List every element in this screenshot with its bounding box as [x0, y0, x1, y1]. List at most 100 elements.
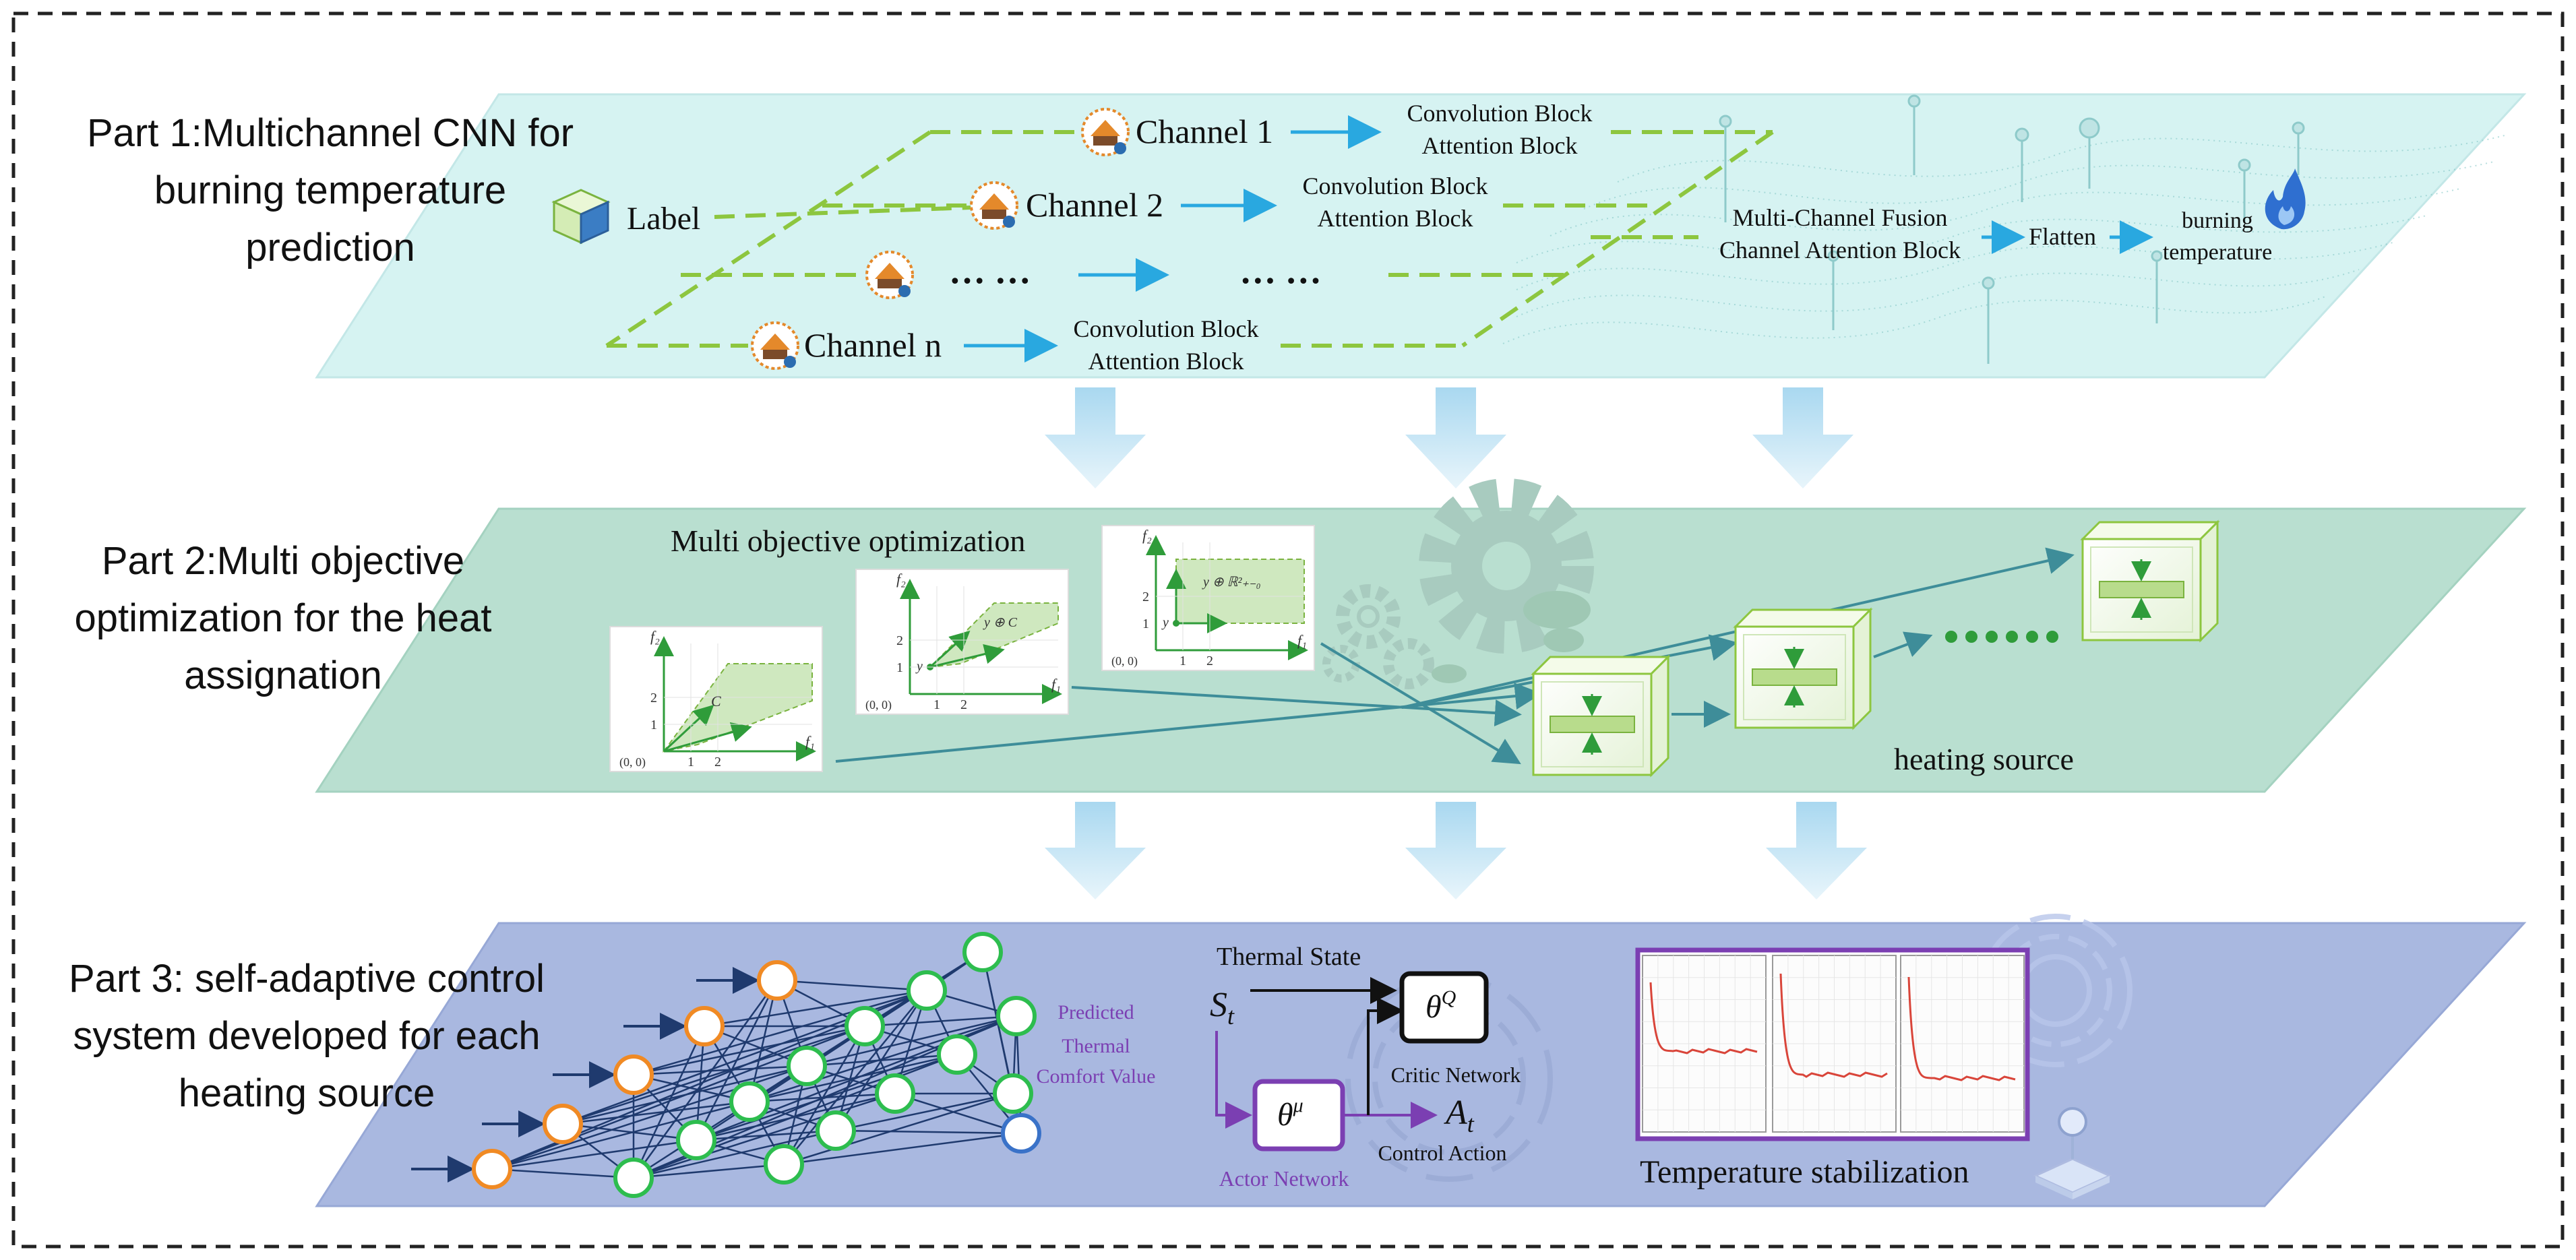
nn-node [472, 1149, 512, 1189]
block-1-line-1: Convolution Block [1407, 100, 1592, 127]
channel-icon [865, 251, 914, 299]
channel-1-label: Channel 1 [1136, 113, 1273, 150]
nn-node [543, 1104, 583, 1144]
channel-2-label: Channel 2 [1026, 186, 1163, 224]
plot1-region: C [711, 693, 721, 710]
block-2-line-1: Convolution Block [1302, 172, 1488, 199]
temp-curve [1649, 982, 1758, 1054]
temp-charts [1642, 955, 2025, 1133]
nn-edge [704, 989, 927, 1028]
plot3-origin: (0, 0) [1111, 654, 1138, 668]
nn-edge [562, 1065, 807, 1125]
temp-curve [1907, 976, 2016, 1081]
nn-node [684, 1006, 725, 1046]
neural-network-input-arrows [411, 967, 760, 1183]
nn-node [875, 1073, 915, 1114]
at-label: At [1444, 1094, 1475, 1137]
block-1-line-2: Attention Block [1422, 132, 1578, 159]
nn-edge [562, 1025, 865, 1125]
nn-edge [894, 1092, 1022, 1135]
plot1-x1: 1 [687, 755, 694, 769]
part-1-title-line-2: burning temperature [154, 168, 506, 212]
nn-node [845, 1006, 885, 1046]
plot3-x1: 1 [1179, 654, 1186, 668]
channel-n-label: Channel n [804, 326, 942, 364]
channel-dots: … … [949, 251, 1031, 291]
nn-node [996, 996, 1037, 1036]
plot1-ylab: f₂ [650, 628, 660, 645]
part-2-title-line-2: optimization for the heat [74, 596, 491, 640]
theta-q: θQ [1425, 986, 1456, 1025]
plot2-point: y [915, 659, 923, 674]
nn-node [613, 1054, 654, 1095]
plot-card-1: f₂ f₁ 2 1 1 2 (0, 0) C [609, 626, 823, 772]
temp-curve [1779, 973, 1888, 1078]
part-3-title: Part 3: self-adaptive control system dev… [69, 957, 545, 1115]
nn-edge [783, 1092, 1014, 1166]
part-3-title-line-1: Part 3: self-adaptive control [69, 957, 545, 1001]
plot-card-3: f₂ f₁ 2 1 1 2 (0, 0) y y ⊕ ℝ²₊₋₀ [1101, 525, 1315, 671]
nn-node [1001, 1113, 1041, 1154]
nn-node [757, 960, 797, 1001]
neural-network-nodes [472, 932, 1041, 1198]
nn-node [787, 1046, 827, 1086]
plot3-y2: 2 [1142, 590, 1149, 604]
predicted-line-3: Comfort Value [1037, 1065, 1156, 1088]
nn-edge [633, 1129, 836, 1179]
nn-edge [633, 1025, 865, 1076]
nn-edge [776, 979, 927, 992]
plot1-y1: 1 [650, 718, 657, 732]
nn-edge [491, 1100, 750, 1170]
nn-node [907, 970, 947, 1011]
st-label: St [1210, 986, 1235, 1030]
nn-edge [783, 1026, 866, 1165]
part1-label: Label [627, 201, 700, 237]
plot3-xlab: f₁ [1297, 632, 1307, 649]
block-2-line-2: Attention Block [1318, 205, 1473, 232]
nn-node [937, 1034, 977, 1075]
outer-frame [11, 11, 2565, 1249]
nn-edge [835, 1092, 1014, 1132]
nn-edge [562, 1123, 697, 1141]
nn-node [962, 932, 1003, 972]
nn-node [729, 1081, 770, 1122]
nn-edge [835, 1129, 1022, 1135]
plot3-y1: 1 [1142, 617, 1149, 631]
part-1-title-line-1: Part 1:Multichannel CNN for [87, 111, 574, 155]
nn-edge [633, 1065, 807, 1076]
plot1-origin: (0, 0) [619, 755, 646, 769]
gear-icon [1419, 478, 1594, 654]
plot2-origin: (0, 0) [865, 698, 892, 712]
plot2-xlab: f₁ [1051, 676, 1061, 693]
layer-1-plane [315, 93, 2527, 379]
flatten-label: Flatten [2029, 223, 2096, 250]
flame-icon [2265, 168, 2306, 230]
plot1-y2: 2 [650, 691, 657, 705]
block-n-line-2: Attention Block [1088, 348, 1244, 375]
part-2-title: Part 2:Multi objective optimization for … [74, 539, 491, 697]
state-to-actor-line [1215, 1031, 1252, 1129]
nn-edge [834, 990, 928, 1131]
plot1-xlab: f₁ [805, 733, 815, 750]
plot2-ylab: f₂ [896, 571, 906, 588]
control-action-label: Control Action [1378, 1141, 1506, 1165]
fusion-line-2: Channel Attention Block [1719, 237, 1961, 263]
nn-node [764, 1144, 804, 1185]
temp-stab-label: Temperature stabilization [1640, 1154, 1969, 1190]
layer-1-wave-texture [1502, 134, 2508, 344]
heating-cube-icon [1733, 607, 1873, 730]
plot3-ylab: f₂ [1142, 527, 1152, 544]
gear-icon [1336, 584, 1401, 649]
channel-icon [751, 321, 799, 370]
plot3-point: y [1161, 615, 1169, 630]
layer-2-dot-decor [1432, 591, 1591, 683]
critic-label: Critic Network [1391, 1063, 1521, 1087]
layer-1-flow-arrows [964, 115, 2153, 363]
multi-objective-title: Multi objective optimization [671, 524, 1025, 558]
part-1-title-line-3: prediction [245, 226, 415, 270]
plot2-y1: 1 [896, 660, 903, 675]
heating-cube-icon [2080, 519, 2220, 643]
predicted-line-2: Thermal [1062, 1035, 1130, 1057]
nn-node [993, 1073, 1033, 1114]
plot2-x2: 2 [960, 697, 967, 712]
